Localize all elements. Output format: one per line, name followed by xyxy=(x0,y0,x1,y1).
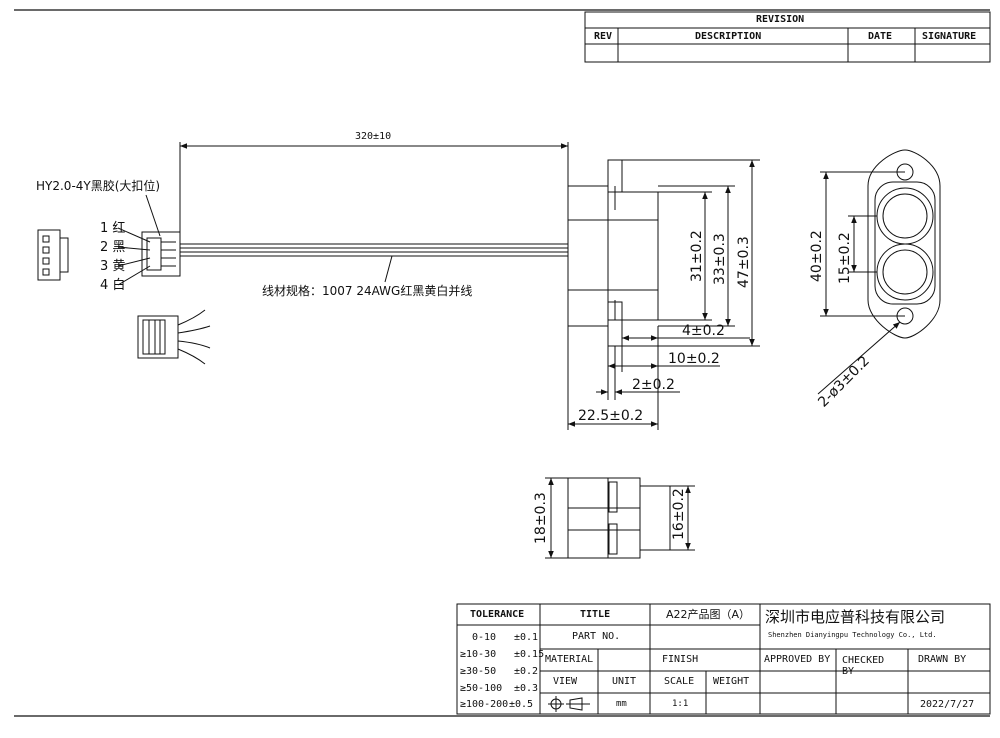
tolerance-range-4: ≥50-100 xyxy=(460,683,503,694)
dim-22-5: 22.5±0.2 xyxy=(578,408,644,424)
cable-length-dimension xyxy=(179,142,569,232)
title-label: TITLE xyxy=(580,609,611,620)
weight-label: WEIGHT xyxy=(713,676,750,687)
dim-40: 40±0.2 xyxy=(809,230,825,282)
tolerance-header: TOLERANCE xyxy=(470,609,525,620)
company-name-en: Shenzhen Dianyingpu Technology Co., Ltd. xyxy=(768,631,937,639)
tolerance-value-5: ±0.5 xyxy=(509,699,534,710)
side-view-horizontal-dimensions xyxy=(567,326,750,430)
cable-length-label: 320±10 xyxy=(355,131,392,142)
tolerance-range-3: ≥30-50 xyxy=(460,666,497,677)
tolerance-value-4: ±0.3 xyxy=(514,683,539,694)
projection-symbol xyxy=(548,696,590,712)
connector-side-view xyxy=(117,194,181,286)
company-name-cn: 深圳市电应普科技有限公司 xyxy=(765,608,946,626)
tolerance-range-2: ≥10-30 xyxy=(460,649,497,660)
dim-31: 31±0.2 xyxy=(689,230,705,282)
drawing-date: 2022/7/27 xyxy=(920,699,975,710)
dim-15: 15±0.2 xyxy=(837,232,853,284)
connector-end-view xyxy=(137,309,211,365)
tolerance-value-3: ±0.2 xyxy=(514,666,539,677)
cable-wires xyxy=(180,243,568,257)
material-label: MATERIAL xyxy=(545,654,594,665)
drawn-by-label: DRAWN BY xyxy=(918,654,967,665)
dim-16: 16±0.2 xyxy=(671,488,687,540)
checked-by-label: CHECKED BY xyxy=(842,655,885,677)
front-view-dimensions xyxy=(817,171,905,395)
side-view-vertical-dimensions xyxy=(622,159,760,347)
pin-2-label: 2 黑 xyxy=(100,240,126,255)
title-block-lines xyxy=(456,603,991,715)
dim-10: 10±0.2 xyxy=(668,351,720,367)
scale-label: SCALE xyxy=(664,676,695,687)
dim-47: 47±0.3 xyxy=(736,236,752,288)
pin-3-label: 3 黄 xyxy=(100,259,126,274)
part-no-label: PART NO. xyxy=(572,631,621,642)
dim-18: 18±0.3 xyxy=(533,492,549,544)
sensor-front-view xyxy=(867,149,941,339)
description-column-header: DESCRIPTION xyxy=(695,31,762,42)
cable-spec-label: 线材规格：1007 24AWG红黑黄白并线 xyxy=(262,284,473,298)
dim-4: 4±0.2 xyxy=(682,323,725,339)
pin-1-label: 1 红 xyxy=(100,221,126,236)
revision-title: REVISION xyxy=(756,14,805,25)
rev-column-header: REV xyxy=(594,31,613,42)
unit-label: UNIT xyxy=(612,676,637,687)
dim-2: 2±0.2 xyxy=(632,377,675,393)
sensor-side-view xyxy=(567,159,659,347)
pin-4-label: 4 白 xyxy=(100,278,126,293)
tolerance-range-5: ≥100-200 xyxy=(460,699,509,710)
title-value: A22产品图（A） xyxy=(666,608,751,621)
tolerance-value-1: ±0.1 xyxy=(514,632,539,643)
tolerance-range-1: 0-10 xyxy=(472,632,497,643)
dim-33: 33±0.3 xyxy=(712,233,728,285)
sensor-bottom-view xyxy=(545,477,695,559)
finish-label: FINISH xyxy=(662,654,699,665)
unit-value: mm xyxy=(616,699,627,709)
view-label: VIEW xyxy=(553,676,578,687)
scale-value: 1:1 xyxy=(672,699,689,709)
connector-part-label: HY2.0-4Y黑胶(大扣位) xyxy=(36,179,161,193)
revision-block-lines xyxy=(584,11,991,63)
tolerance-value-2: ±0.15 xyxy=(514,649,545,660)
approved-by-label: APPROVED BY xyxy=(764,654,831,665)
connector-front-view xyxy=(37,229,69,281)
date-column-header: DATE xyxy=(868,31,893,42)
signature-column-header: SIGNATURE xyxy=(922,31,977,42)
